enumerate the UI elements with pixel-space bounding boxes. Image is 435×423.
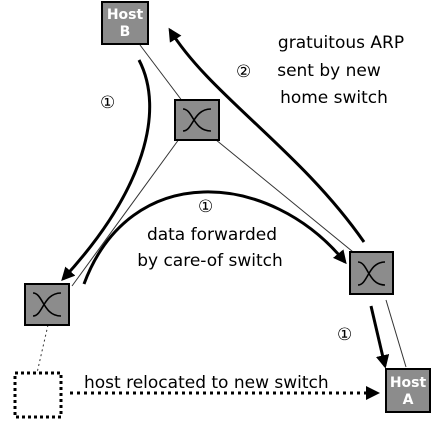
data-label-line1: data forwarded xyxy=(147,225,277,245)
arrow-step1-data xyxy=(82,190,347,285)
switch-right xyxy=(349,251,394,295)
link-center-left-switch xyxy=(71,134,183,287)
relocation-arrowhead xyxy=(366,386,380,400)
step-marker-middle: ① xyxy=(198,197,213,217)
host-b-label-line2: B xyxy=(120,24,131,40)
crossed-switch-icon xyxy=(357,261,386,286)
arrow-step2-arp xyxy=(168,27,366,243)
step-marker-right: ① xyxy=(337,325,352,345)
relocation-label: host relocated to new switch xyxy=(84,373,329,393)
host-a-label-line2: A xyxy=(403,392,414,408)
step-marker-left: ① xyxy=(100,93,115,113)
host-b-label-line1: Host xyxy=(107,7,144,23)
crossed-switch-icon xyxy=(182,108,212,132)
link-right-switch-hosta xyxy=(385,299,407,368)
link-center-right-switch xyxy=(209,134,359,257)
link-hostb-center-switch xyxy=(139,44,184,103)
crossed-switch-icon xyxy=(32,292,62,317)
arp-label-line1: gratuitous ARP xyxy=(278,33,404,53)
arp-label-line2: sent by new xyxy=(277,61,381,81)
switch-center xyxy=(174,99,220,141)
step-marker-arp: ② xyxy=(236,62,251,82)
arrow-step1-left xyxy=(61,59,152,281)
host-a-label-line1: Host xyxy=(390,375,427,391)
data-label-line2: by care-of switch xyxy=(137,251,283,271)
old-host-location xyxy=(13,371,63,419)
arrow-step1-right xyxy=(369,305,390,369)
arp-label-line3: home switch xyxy=(280,88,388,108)
switch-left xyxy=(24,283,70,326)
old-link-dotted xyxy=(36,324,49,374)
host-b: Host B xyxy=(101,1,149,45)
host-a: Host A xyxy=(385,368,431,413)
